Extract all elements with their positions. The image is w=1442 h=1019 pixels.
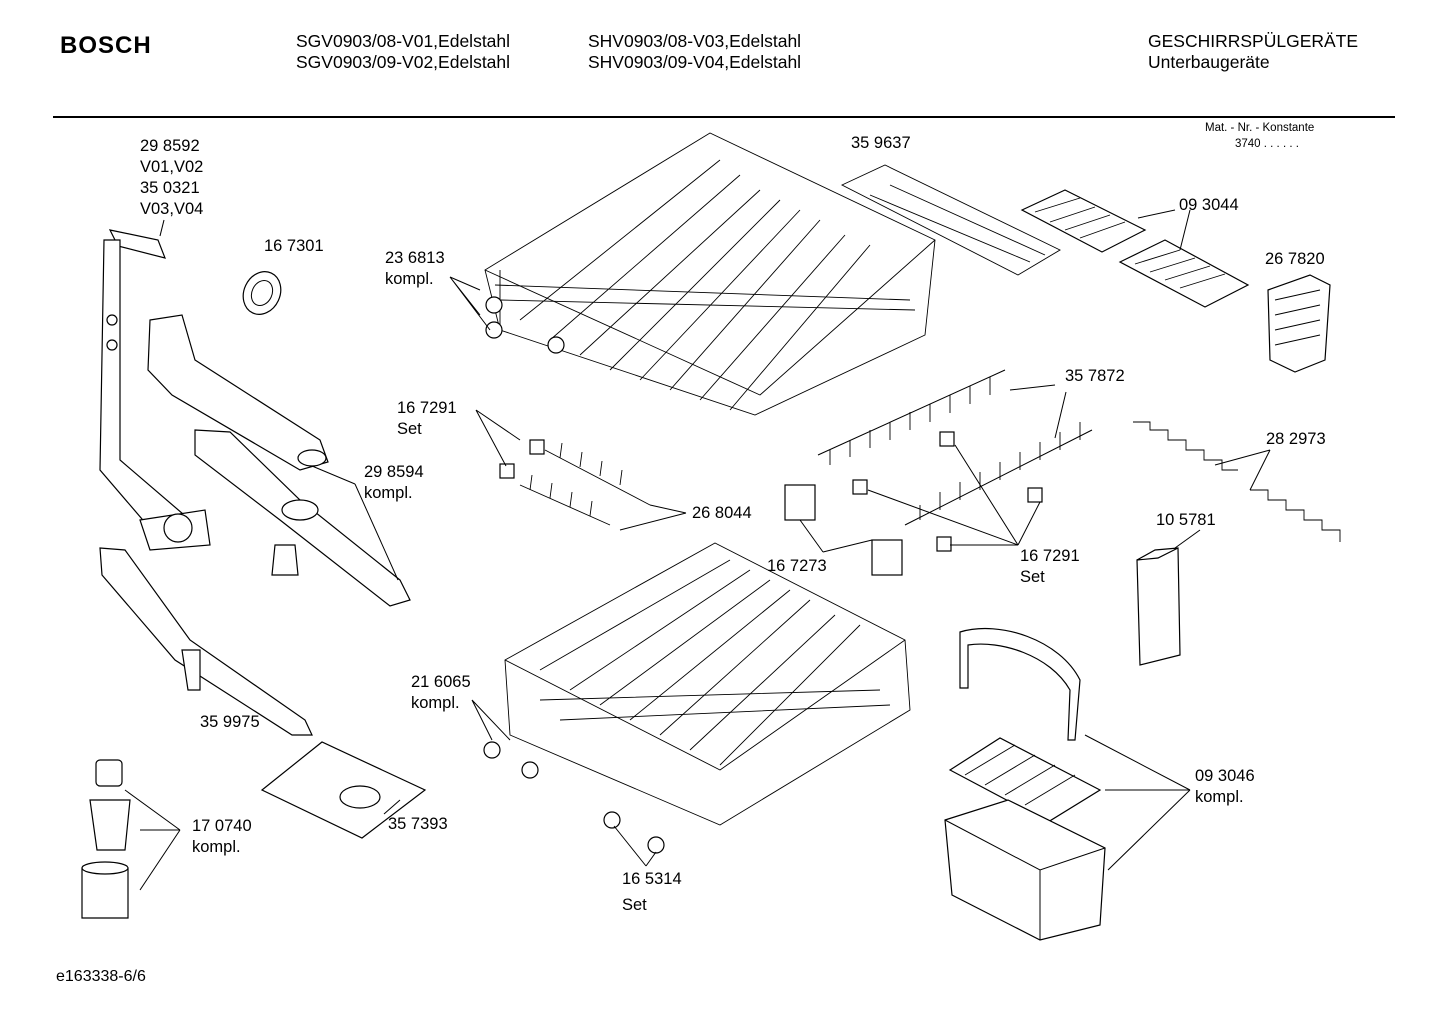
- part-number: 29 8592: [140, 137, 200, 155]
- part-number: 17 0740: [192, 817, 252, 835]
- header-divider: [53, 116, 1395, 118]
- part-label-268044: 26 8044: [692, 504, 752, 522]
- part-note: kompl.: [385, 270, 434, 288]
- part-label-170740: 17 0740 kompl.: [192, 816, 252, 858]
- nozzle-cap-drawing: [242, 271, 282, 315]
- part-label-236813: 23 6813 kompl.: [385, 248, 445, 290]
- part-label-357393: 35 7393: [388, 815, 448, 833]
- cup-shelf-drawing: [840, 164, 1061, 276]
- part-label-167291-set-a: 16 7291 Set: [397, 398, 457, 440]
- lower-basket-drawing: [483, 542, 911, 854]
- mat-nr-label: Mat. - Nr. - Konstante: [1205, 122, 1315, 134]
- part-label-165314: 16 5314 Set: [622, 869, 682, 916]
- model-line: SGV0903/08-V01,Edelstahl: [296, 31, 511, 51]
- upper-basket-drawing: [484, 132, 936, 416]
- cutlery-container-drawing: [1136, 547, 1181, 666]
- part-number: 29 8594: [364, 463, 424, 481]
- part-label-216065: 21 6065 kompl.: [411, 672, 471, 714]
- variant-note: V03,V04: [140, 200, 204, 218]
- model-list-1: SGV0903/08-V01,Edelstahl SGV0903/09-V02,…: [296, 31, 510, 73]
- part-number: 21 6065: [411, 673, 471, 691]
- part-label-093046: 09 3046 kompl.: [1195, 766, 1255, 808]
- part-number: 16 5314: [622, 870, 682, 888]
- category-subtitle: Unterbaugeräte: [1148, 52, 1270, 72]
- part-note: kompl.: [364, 484, 413, 502]
- part-label-298594: 29 8594 kompl.: [364, 462, 424, 504]
- part-number: 16 7291: [1020, 547, 1080, 565]
- filter-set-drawing: [81, 759, 131, 919]
- part-label-167273: 16 7273: [767, 557, 827, 575]
- category-title: GESCHIRRSPÜLGERÄTE: [1148, 31, 1359, 51]
- part-label-105781: 10 5781: [1156, 511, 1216, 529]
- part-label-267820: 26 7820: [1265, 250, 1325, 268]
- upper-pipe-drawing: [147, 314, 329, 471]
- part-label-359975: 35 9975: [200, 713, 260, 731]
- part-label-282973: 28 2973: [1266, 430, 1326, 448]
- leader-lines: [124, 209, 1271, 891]
- brand-logo: BOSCH: [60, 32, 152, 59]
- part-number: 35 0321: [140, 179, 200, 197]
- part-note: kompl.: [1195, 788, 1244, 806]
- part-number: 09 3046: [1195, 767, 1255, 785]
- small-basket-drawing: [1267, 274, 1331, 373]
- part-number: 23 6813: [385, 249, 445, 267]
- drawing-code: e163338-6/6: [56, 968, 146, 985]
- part-note: Set: [1020, 568, 1045, 586]
- part-label-298592: 29 8592 V01,V02 35 0321 V03,V04: [140, 136, 203, 220]
- step-rack-drawing: [1133, 421, 1341, 542]
- part-label-167301: 16 7301: [264, 237, 324, 255]
- model-line: SGV0903/09-V02,Edelstahl: [296, 52, 511, 72]
- upper-spray-arm-drawing: [194, 429, 411, 607]
- part-label-359637: 35 9637: [851, 134, 911, 152]
- lower-spray-arm-drawing: [99, 547, 313, 736]
- mat-nr-value: 3740 . . . . . .: [1235, 138, 1299, 150]
- supply-pipe-drawing: [99, 229, 211, 551]
- part-note: Set: [397, 420, 422, 438]
- part-note: kompl.: [192, 838, 241, 856]
- grid-insert-drawing: [1020, 189, 1250, 308]
- model-line: SHV0903/08-V03,Edelstahl: [588, 31, 802, 51]
- part-label-093044: 09 3044: [1179, 196, 1239, 214]
- model-list-2: SHV0903/08-V03,Edelstahl SHV0903/09-V04,…: [588, 31, 801, 73]
- part-label-167291-set-b: 16 7291 Set: [1020, 546, 1080, 588]
- part-label-357872: 35 7872: [1065, 367, 1125, 385]
- tine-row-drawing: [817, 369, 1093, 526]
- appliance-category: GESCHIRRSPÜLGERÄTE Unterbaugeräte: [1148, 31, 1358, 73]
- part-number: 16 7291: [397, 399, 457, 417]
- clip-drawing: [499, 431, 1043, 576]
- small-tine-row-drawing: [519, 442, 651, 526]
- cutlery-basket-drawing: [944, 628, 1106, 941]
- model-line: SHV0903/09-V04,Edelstahl: [588, 52, 802, 72]
- part-note: Set: [622, 896, 647, 914]
- variant-note: V01,V02: [140, 158, 204, 176]
- part-note: kompl.: [411, 694, 460, 712]
